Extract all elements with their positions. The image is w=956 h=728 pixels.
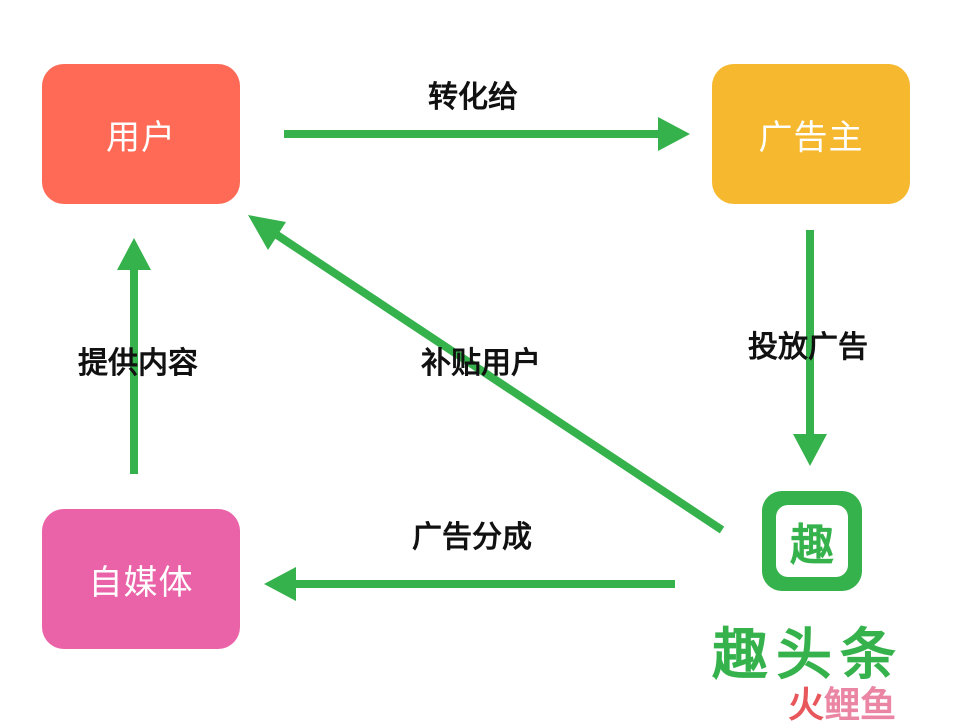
arrow-head (264, 567, 296, 601)
watermark-part1: 火 (788, 685, 825, 726)
edge-label-platform-to-media: 广告分成 (412, 520, 532, 555)
arrow-shaft (271, 229, 725, 534)
node-user: 用户 (42, 64, 240, 204)
edge-label-user-to-advertiser: 转化给 (428, 80, 518, 115)
platform-name: 趣头条 (712, 623, 904, 688)
node-advertiser-label: 广告主 (758, 117, 864, 158)
edge-label-media-to-user: 提供内容 (78, 346, 198, 381)
arrow-head (658, 117, 690, 151)
arrow-platform-to-media (264, 567, 675, 601)
qutoutiao-logo-icon: 趣 (762, 491, 862, 591)
node-media-label: 自媒体 (88, 562, 194, 603)
arrow-head (117, 238, 151, 270)
arrow-platform-to-user (248, 215, 725, 534)
node-advertiser: 广告主 (712, 64, 910, 204)
arrow-media-to-user (117, 238, 151, 474)
edge-label-platform-to-user: 补贴用户 (421, 346, 541, 381)
edge-label-advertiser-to-platform: 投放广告 (748, 330, 868, 365)
arrow-head (248, 215, 286, 250)
arrow-advertiser-to-platform (793, 230, 827, 466)
node-user-label: 用户 (106, 117, 176, 158)
watermark-part2: 鲤鱼 (824, 685, 897, 726)
arrow-head (793, 434, 827, 466)
qutoutiao-logo-char: 趣 (776, 505, 848, 577)
arrow-user-to-advertiser (284, 117, 690, 151)
node-media: 自媒体 (42, 509, 240, 649)
watermark: 火鲤鱼 (788, 676, 896, 728)
